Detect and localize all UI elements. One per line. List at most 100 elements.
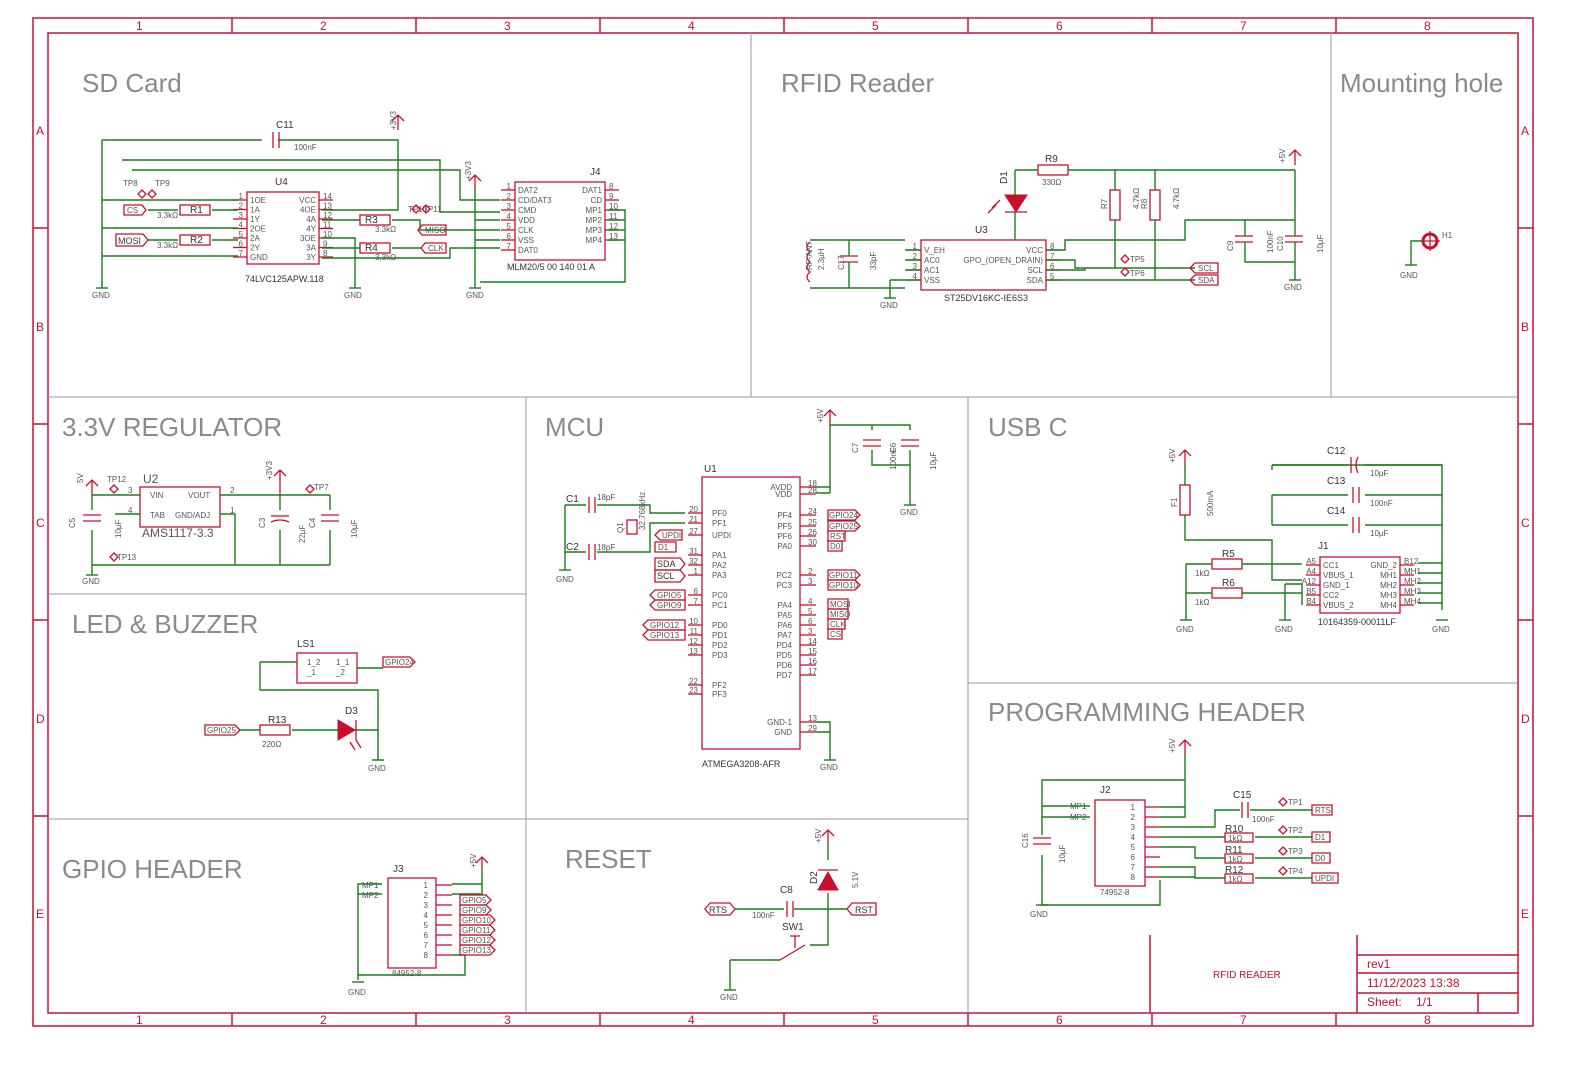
pin-number: 4 bbox=[1131, 833, 1136, 842]
pin-number: MH4 bbox=[1404, 597, 1421, 606]
pin-name: 2Y bbox=[250, 244, 260, 253]
section-title-sd-card: SD Card bbox=[82, 68, 182, 98]
col-label: 4 bbox=[688, 19, 695, 33]
clk-flag: CLK bbox=[428, 244, 444, 253]
c10-ref: C10 bbox=[1276, 236, 1285, 251]
pin-name: VSS bbox=[518, 236, 534, 245]
pin-number: 22 bbox=[689, 677, 698, 686]
c10-value: 10µF bbox=[1316, 234, 1325, 253]
tp9-label: TP9 bbox=[155, 179, 170, 188]
pin-number: 2 bbox=[913, 252, 918, 261]
v33-label: +3V3 bbox=[464, 161, 473, 180]
v5-label: +5V bbox=[469, 853, 478, 868]
pin-number: 4 bbox=[913, 272, 918, 281]
pin-name: MH3 bbox=[1380, 591, 1397, 600]
pin-name: PF4 bbox=[777, 511, 792, 520]
miso-flag: MISO bbox=[425, 226, 445, 235]
sda-flag: SDA bbox=[657, 559, 676, 569]
u2-part: AMS1117-3.3 bbox=[142, 526, 214, 540]
cs-flag: CS bbox=[127, 206, 138, 215]
pin-number: 3 bbox=[913, 262, 918, 271]
pin-name: CD bbox=[590, 196, 602, 205]
r10-ref: R10 bbox=[1225, 824, 1244, 835]
pin-number: 6 bbox=[1131, 853, 1136, 862]
col-label: 8 bbox=[1424, 1013, 1431, 1027]
r11-ref: R11 bbox=[1225, 845, 1243, 856]
u3-body bbox=[920, 239, 1047, 291]
pin-name: PF1 bbox=[712, 519, 727, 528]
pin-number: 3 bbox=[1131, 823, 1136, 832]
pin-name: PD6 bbox=[776, 661, 792, 670]
pin-name: PA6 bbox=[777, 621, 792, 630]
title-block-name: RFID READER bbox=[1213, 970, 1281, 981]
pin-number: 20 bbox=[689, 505, 698, 514]
pin-name: 3Y bbox=[306, 253, 316, 262]
pin-number: 15 bbox=[808, 647, 817, 656]
col-label: 1 bbox=[136, 19, 143, 33]
frame-row-labels-left: A B C D E bbox=[36, 124, 45, 921]
v5-label: +5V bbox=[1278, 148, 1287, 163]
pin-name: MP3 bbox=[586, 226, 603, 235]
u3-part: ST25DV16KC-IE6S3 bbox=[944, 293, 1028, 303]
gpio-flag: GPIO11 bbox=[462, 926, 491, 935]
pin-number: 1 bbox=[424, 881, 429, 890]
gpio25-flag: GPIO25 bbox=[829, 522, 858, 531]
pin-name: VBUS_2 bbox=[1323, 601, 1354, 610]
v5-label: +5V bbox=[814, 828, 823, 843]
gnd-label: GND bbox=[1030, 910, 1048, 919]
antenna-label: RF-ANT bbox=[805, 241, 814, 270]
pin-name: VDD bbox=[518, 216, 535, 225]
regulator-circuit: U2 AMS1117-3.3 VIN VOUT TAB GND/ADJ 3 4 … bbox=[68, 461, 359, 586]
pin-number: 27 bbox=[689, 527, 698, 536]
pin-name: MP4 bbox=[586, 236, 603, 245]
pin-name: 4OE bbox=[300, 206, 316, 215]
c3-ref: C3 bbox=[258, 517, 267, 528]
section-title-mcu: MCU bbox=[545, 412, 604, 442]
pin-number: 14 bbox=[323, 192, 332, 201]
col-label: 2 bbox=[320, 1013, 327, 1027]
pin-number: 1 bbox=[239, 192, 244, 201]
pin-name: SDA bbox=[1027, 276, 1044, 285]
gpio-flag: GPIO9 bbox=[462, 906, 487, 915]
c8-value: 100nF bbox=[752, 911, 775, 920]
tp6-label: TP6 bbox=[1130, 269, 1145, 278]
pin-name: PD3 bbox=[712, 651, 728, 660]
pin-name: MH1 bbox=[1380, 571, 1397, 580]
c7-value: 100nF bbox=[889, 447, 898, 470]
pin-number: 2 bbox=[507, 192, 512, 201]
pin-name: MP2 bbox=[586, 216, 603, 225]
pin-number: 6 bbox=[507, 232, 512, 241]
ls1-pin: _2 bbox=[335, 668, 345, 677]
u2-vout: VOUT bbox=[188, 491, 210, 500]
gpio-flag: GPIO13 bbox=[462, 946, 491, 955]
pin-name: PC2 bbox=[776, 571, 792, 580]
j2-part: 74952-8 bbox=[1100, 888, 1130, 897]
pin-number: 1 bbox=[507, 182, 512, 191]
u4-ref: U4 bbox=[275, 177, 288, 188]
j4-ref: J4 bbox=[590, 167, 601, 178]
h1-ref: H1 bbox=[1442, 231, 1453, 240]
tp2-label: TP2 bbox=[1288, 826, 1303, 835]
r4-value: 3.3kΩ bbox=[375, 253, 396, 262]
gpio11-flag: GPIO11 bbox=[829, 571, 858, 580]
pin-number: 9 bbox=[323, 240, 328, 249]
pin-number: 30 bbox=[808, 538, 817, 547]
gpio-flag: GPIO5 bbox=[462, 896, 487, 905]
pin-name: PD1 bbox=[712, 631, 728, 640]
mounting-hole-circuit: H1 GND bbox=[1400, 231, 1453, 280]
gnd-label: GND bbox=[1275, 625, 1293, 634]
j2-body bbox=[1094, 799, 1146, 887]
reset-circuit: RTS RST C8 100nF D2 5.1V +5V SW1 GND bbox=[704, 828, 877, 1002]
pin-name: PF6 bbox=[777, 532, 792, 541]
gnd-label: GND bbox=[1284, 283, 1302, 292]
pin-number: 11 bbox=[609, 212, 618, 221]
r2-value: 3.3kΩ bbox=[157, 241, 178, 250]
r8-value: 4.7kΩ bbox=[1172, 188, 1181, 209]
c1-ref: C1 bbox=[566, 494, 579, 505]
pin-number: 2 bbox=[424, 891, 429, 900]
pin-number: 32 bbox=[689, 557, 698, 566]
